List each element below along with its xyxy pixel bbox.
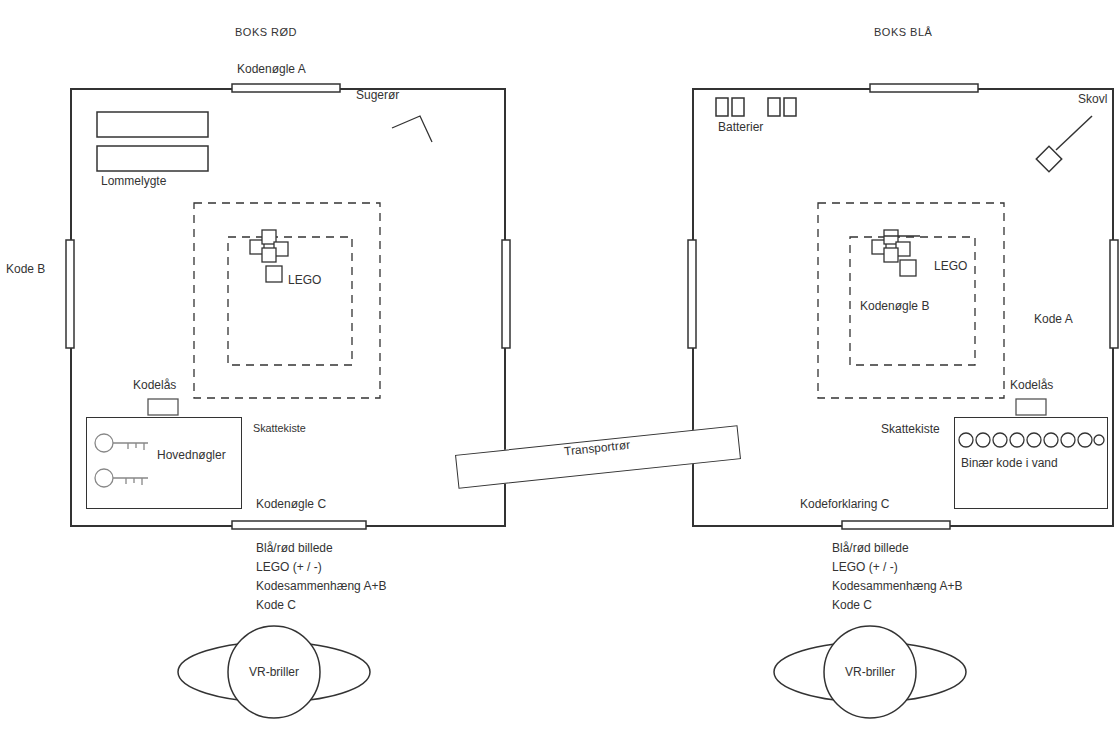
part-label: Kode C	[832, 598, 872, 612]
lego-area: LEGO	[230, 239, 354, 367]
binary-beads	[959, 433, 1104, 447]
node-label: Kodenøgle B	[860, 299, 929, 313]
part-label: Kodeforklaring C	[800, 497, 889, 511]
node-label: Skattekiste	[881, 422, 940, 436]
box-heading: BOKS BLÅ	[874, 26, 932, 39]
node-label: Transportrør	[456, 426, 738, 470]
straw	[392, 116, 432, 142]
wall-slot	[66, 84, 1118, 529]
lego-area: LEGO Kodenøgle B	[852, 239, 977, 367]
part-label: Blå/rød billede	[832, 541, 909, 555]
treasure-chest: SkattekisteBinær kode i vand	[954, 417, 1108, 509]
node-label: VR-briller	[176, 665, 372, 679]
box-heading: BOKS RØD	[235, 26, 297, 39]
part-label: Kode B	[6, 262, 45, 276]
part-label: Kodesammenhæng A+B	[832, 579, 962, 593]
shovel	[1036, 116, 1092, 172]
master-keys	[95, 434, 148, 487]
part-label: Kodenøgle A	[237, 62, 306, 76]
lego-area	[194, 203, 1004, 398]
part-label: Batterier	[718, 120, 763, 134]
part-label: Kodenøgle C	[256, 497, 326, 511]
node-label: VR-briller	[772, 665, 968, 679]
part-label: Kode C	[256, 598, 296, 612]
part-label: Lommelygte	[101, 174, 166, 188]
part-label: Kodelås	[133, 378, 176, 392]
part-label: LEGO (+ / -)	[256, 560, 322, 574]
lego-bricks	[250, 230, 920, 282]
treasure-chest: SkattekisteHovednøgler	[86, 417, 242, 509]
batteries	[716, 98, 796, 116]
node-label: Binær kode i vand	[961, 456, 1058, 470]
part-label: Kode A	[1034, 312, 1073, 326]
node-label: LEGO	[288, 273, 321, 287]
flashlight	[97, 112, 208, 171]
lock	[148, 399, 1046, 415]
node-label: Skattekiste	[253, 422, 306, 435]
transport-tube: Transportrør	[455, 425, 741, 488]
part-label: Sugerør	[356, 88, 399, 102]
node-label: Hovednøgler	[157, 448, 226, 462]
part-label: LEGO (+ / -)	[832, 560, 898, 574]
vr-goggles: VR-briller	[772, 624, 968, 720]
part-label: Skovl	[1078, 92, 1107, 106]
part-label: Blå/rød billede	[256, 541, 333, 555]
part-label: Kodesammenhæng A+B	[256, 579, 386, 593]
vr-goggles: VR-briller	[176, 624, 372, 720]
part-label: Kodelås	[1010, 378, 1053, 392]
node-label: LEGO	[934, 259, 967, 273]
